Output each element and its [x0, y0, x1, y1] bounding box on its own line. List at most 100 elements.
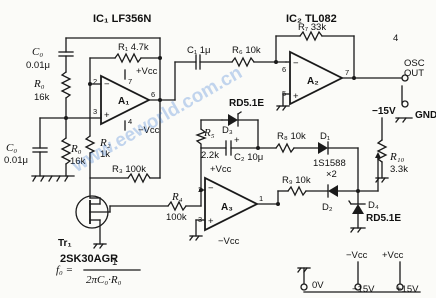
a1-pin-7: 7 — [128, 77, 132, 86]
zero-label: 0V — [312, 280, 324, 291]
ground-symbol-r10 — [375, 177, 389, 183]
c0b-label: C₀ — [6, 142, 17, 154]
minus15-terminal[interactable] — [354, 283, 362, 291]
r10-resistor — [376, 139, 388, 163]
r9-resistor — [287, 185, 307, 197]
tr1-type: 2SK30AGR — [60, 253, 118, 265]
osc-out-terminal[interactable] — [401, 74, 409, 82]
a3-pin-1: 1 — [259, 194, 263, 203]
formula-denominator: 2πC₀·R₀ — [86, 274, 122, 286]
ground-symbol-tr1 — [93, 243, 107, 249]
r3-resistor — [127, 172, 151, 184]
r4-resistor — [167, 200, 187, 212]
plus15-label: +15V — [396, 284, 419, 295]
r6-resistor — [231, 56, 255, 68]
a3-vcc: +Vcc — [210, 164, 232, 175]
a1-minus-sign: − — [104, 79, 110, 90]
node-a2-out — [352, 76, 356, 80]
d3-type: RD5.1E — [229, 98, 264, 109]
r7-resistor — [299, 30, 323, 42]
r0b-resistor — [60, 137, 72, 165]
r10-wiper-arrow — [375, 152, 381, 158]
gnd-label: GND — [415, 110, 436, 121]
a1-neg-vcc: −Vcc — [138, 125, 160, 136]
r2-label: R₂ — [99, 137, 111, 149]
osc-out-label-2: OUT — [404, 68, 424, 79]
a2-pin-6: 6 — [282, 65, 286, 74]
ground-symbol-bottom — [297, 267, 311, 273]
r5-resistor — [195, 128, 207, 149]
r0-value: 16k — [34, 92, 50, 103]
d2-label: D₂ — [322, 202, 333, 213]
minus15-label: −15V — [372, 106, 396, 117]
d4-label: D₄ — [368, 200, 379, 211]
d4-type: RD5.1E — [366, 213, 401, 224]
corner-number: 4 — [393, 33, 398, 44]
a1-pin-4: 4 — [128, 117, 132, 126]
c1-label: C₁ 1μ — [187, 45, 210, 56]
a3-neg-vcc: −Vcc — [218, 236, 240, 247]
pos-vcc-bottom: +Vcc — [382, 250, 404, 261]
d3-label: D₃ — [222, 125, 233, 136]
ground-symbol-a2 — [276, 105, 290, 111]
ground-symbol-a3 — [189, 235, 203, 241]
c2-label: C₂ 10μ — [234, 152, 263, 163]
a1-vcc: +Vcc — [136, 66, 158, 77]
c0-value: 0.01μ — [26, 60, 50, 71]
ground-symbol-left — [31, 175, 75, 182]
r2-value: 1k — [100, 149, 110, 160]
r9-label: R₉ 10k — [282, 175, 311, 186]
ground-symbol-d4 — [350, 227, 366, 233]
r4-label: R₄ — [171, 191, 183, 203]
r0b-label: R₀ — [70, 143, 82, 155]
plus15-terminal[interactable] — [396, 283, 404, 291]
r10-label: R₁₀ — [389, 151, 405, 163]
neg-vcc-bottom: −Vcc — [346, 250, 368, 261]
node-a3-out — [276, 202, 280, 206]
r6-label: R₆ 10k — [232, 45, 261, 56]
a1-pin-6: 6 — [151, 90, 155, 99]
tr1-label: Tr₁ — [58, 238, 72, 249]
d1-label: D₁ — [320, 131, 330, 142]
r1-label: R₁ 4.7k — [118, 42, 149, 53]
r0-label: R₀ — [33, 78, 45, 90]
opamp-a3-label: A₃ — [221, 202, 233, 213]
diode-d1 — [318, 141, 329, 155]
opamp-a1 — [100, 74, 152, 126]
r10-value: 3.3k — [390, 164, 408, 175]
zero-terminal[interactable] — [300, 283, 308, 291]
r8-resistor — [275, 142, 295, 154]
opamp-a2 — [289, 50, 345, 106]
a1-pin-3: 3 — [93, 107, 97, 116]
diode-d2 — [327, 184, 338, 198]
ic1-label: IC₁ LF356N — [93, 13, 151, 25]
ic2-label: IC₂ TL082 — [286, 13, 337, 25]
formula-lhs: f₀ = — [56, 264, 73, 276]
c0-label: C₀ — [32, 46, 43, 58]
r4-value: 100k — [166, 212, 187, 223]
node-r1-right — [158, 56, 162, 60]
minus15b-label: −15V — [352, 284, 375, 295]
opamp-a2-label: A₂ — [307, 76, 319, 87]
a1-pin-2: 2 — [93, 77, 97, 86]
r7-label: R₇ 33k — [298, 22, 326, 33]
r8-label: R₈ 10k — [277, 131, 306, 142]
ground-symbol-out — [395, 117, 413, 123]
diode-count: ×2 — [326, 169, 337, 180]
a3-minus-sign: − — [208, 183, 214, 194]
diode-type: 1S1588 — [313, 158, 346, 169]
r3-label: R₃ 100k — [112, 164, 146, 175]
r2-resistor — [84, 135, 96, 154]
r5-value: 2.2k — [201, 150, 219, 161]
a2-plus-sign: + — [293, 91, 299, 102]
c2-plus: + — [234, 135, 240, 146]
a2-minus-sign: − — [293, 58, 299, 69]
node-a3-inv — [199, 188, 203, 192]
c0b-value: 0.01μ — [4, 155, 28, 166]
osc-out-label-1: OSC — [404, 58, 425, 69]
zener-d3 — [228, 111, 242, 127]
r0b-value: 16k — [70, 156, 86, 167]
gnd-terminal[interactable] — [401, 100, 409, 108]
